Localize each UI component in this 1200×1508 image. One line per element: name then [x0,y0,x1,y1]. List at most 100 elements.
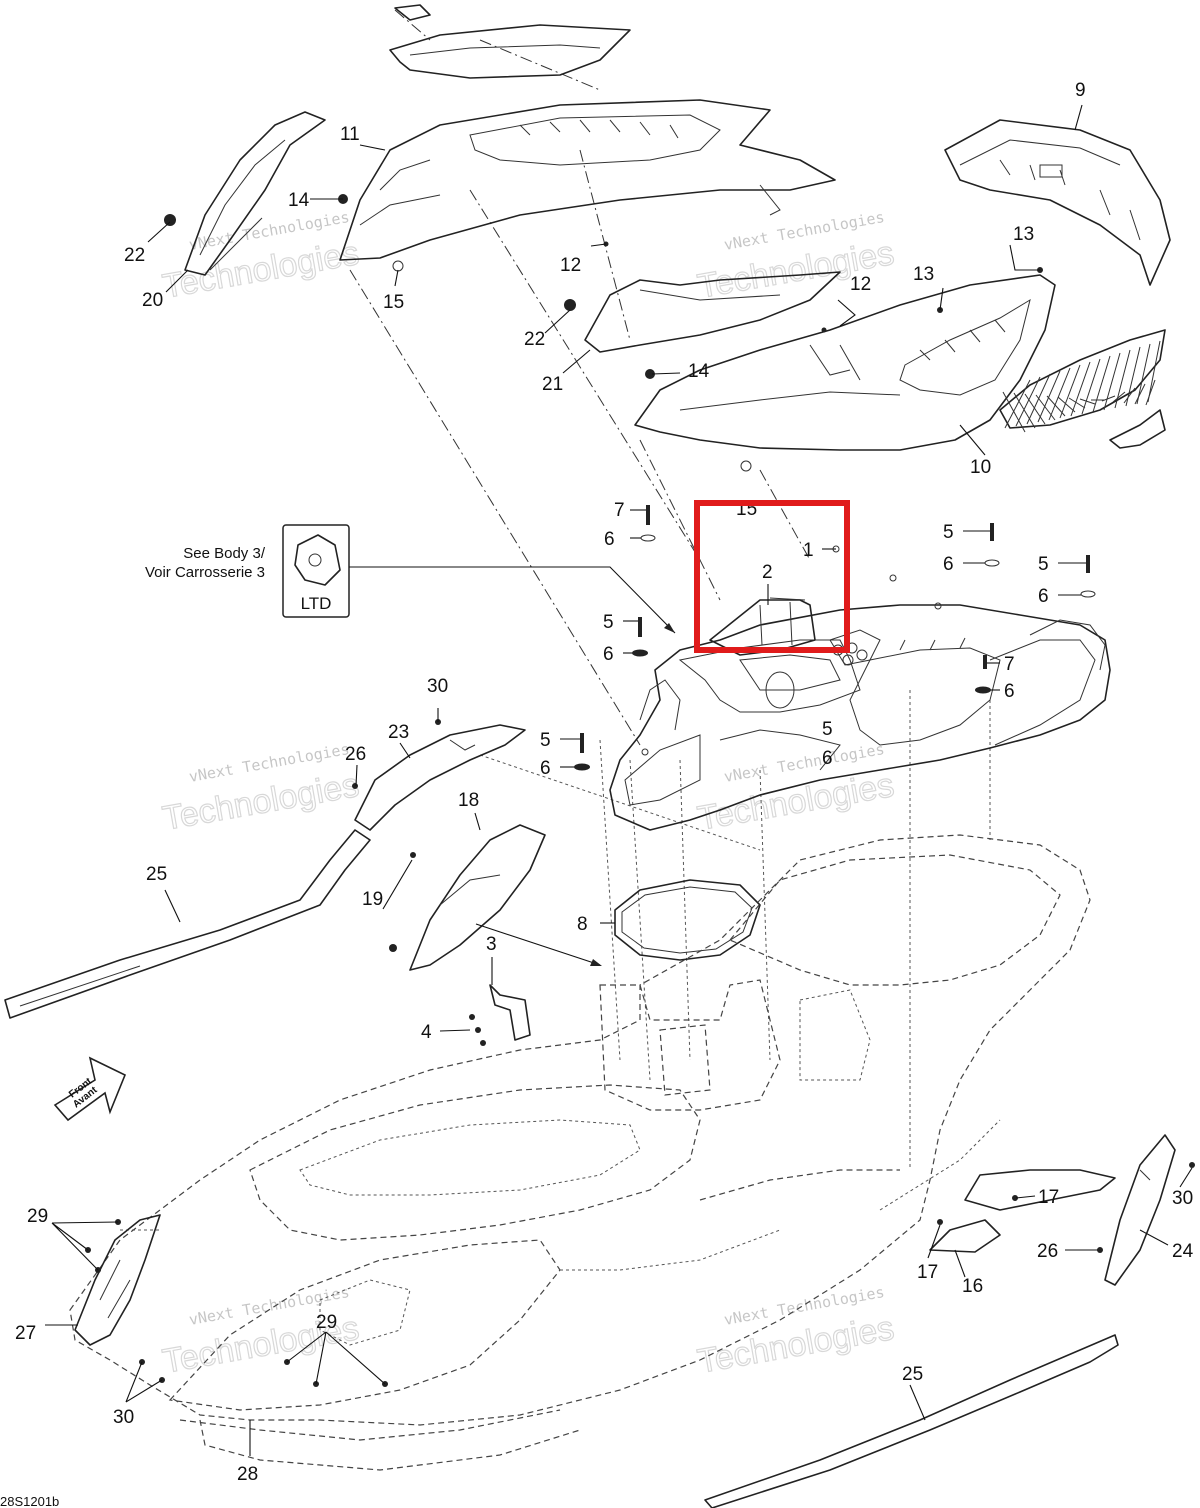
grille-mesh-line [1123,387,1136,404]
callout-7: 7 [1004,654,1015,675]
callout-25: 25 [902,1364,923,1385]
callout-15: 15 [383,292,404,313]
callout-12: 12 [850,274,871,295]
callout-18: 18 [458,790,479,811]
grille-mesh-line [1145,379,1156,406]
grille-mesh-line [1002,391,1026,433]
callout-6: 6 [604,529,615,550]
callout-29: 29 [27,1206,48,1227]
ltd-reference-box [282,524,350,618]
main-deck-assembly [609,597,1111,831]
callout-22: 22 [524,329,545,350]
callout-5: 5 [540,730,551,751]
part-23-rail-clip [354,724,526,831]
grille-mesh-line [1070,361,1091,417]
callout-30: 30 [113,1407,134,1428]
see-body-note-line1: See Body 3/ [183,545,266,562]
highlight-box [694,500,850,653]
callout-5: 5 [1038,554,1049,575]
grille-mesh-line [1081,358,1101,415]
grille-mesh-line [1147,340,1161,403]
front-direction-arrow: Front Avant [53,1056,127,1122]
grille-mesh-line [1101,395,1116,402]
rear-trim-parts [74,1134,1176,1346]
callout-20: 20 [142,290,163,311]
callout-17: 17 [917,1262,938,1283]
part-18-side-vent [409,824,546,971]
hull-ghost [69,834,1091,1471]
callout-17: 17 [1038,1187,1059,1208]
grille-mesh-line [1013,392,1036,429]
part-21-side-panel [584,271,841,353]
callout-leaders [45,104,1193,1456]
grille-mesh-line [1092,355,1111,413]
grille-mesh-line [1059,364,1081,419]
callout-3: 3 [486,934,497,955]
callout-1: 1 [803,540,814,561]
callout-23: 23 [388,722,409,743]
callout-6: 6 [1038,586,1049,607]
callout-5: 5 [822,719,833,740]
grille-mesh-line [1004,379,1031,429]
callout-6: 6 [540,758,551,779]
grille-mesh-line [1134,383,1146,405]
callout-22: 22 [124,245,145,266]
grille-mesh-line [1103,352,1121,411]
grille-mesh-line [1024,393,1046,425]
assembly-guide-lines [120,9,991,1231]
callout-24: 24 [1172,1241,1194,1262]
callout-5: 5 [943,522,954,543]
callout-27: 27 [15,1323,36,1344]
grille-mesh-line [1125,346,1141,407]
part-8-gasket [614,879,761,961]
callout-30: 30 [1172,1188,1193,1209]
grille-mesh-line [1079,398,1096,405]
callout-29: 29 [316,1312,337,1333]
grille-mesh-lines [1002,340,1161,433]
grille-mesh-line [1112,391,1126,403]
part-10-front-bumper [634,274,1056,451]
top-trim-parts [389,4,631,79]
watermark-group: vNext Technologies Technologies vNext Te… [159,208,897,1381]
callout-19: 19 [362,889,383,910]
callout-6: 6 [943,554,954,575]
callout-12: 12 [560,255,581,276]
callout-8: 8 [577,914,588,935]
grille-mesh-line [1048,367,1071,421]
grille-mesh-line [1037,370,1061,423]
grille-mesh [999,329,1166,449]
callout-14: 14 [288,190,310,211]
callout-5: 5 [603,612,614,633]
callout-13: 13 [913,264,934,285]
part-3-bracket [489,984,531,1041]
ltd-reference: LTD See Body 3/ Voir Carrosserie 3 [145,524,676,634]
part-11-front-deck-cover [339,99,836,261]
callout-7: 7 [614,500,625,521]
callout-labels: 1 2 3 4 5 5 5 5 5 6 6 6 6 6 6 6 7 7 8 9 … [15,80,1194,1485]
ltd-badge: LTD [301,594,332,613]
part-20-side-trim [184,111,326,276]
callout-30: 30 [427,676,448,697]
callout-6: 6 [822,748,833,769]
grille-mesh-line [1057,396,1076,413]
part-25-rub-rails [4,829,1119,1508]
figure-code: 28S1201b [0,1494,59,1508]
callout-4: 4 [421,1022,432,1043]
grille-mesh-line [1136,343,1151,405]
callout-28: 28 [237,1464,258,1485]
grille-mesh-line [1068,397,1086,409]
callout-10: 10 [970,457,991,478]
callout-25: 25 [146,864,167,885]
callout-11: 11 [340,124,360,145]
callout-14: 14 [688,361,710,382]
callout-26: 26 [345,744,366,765]
callout-6: 6 [603,644,614,665]
callout-9: 9 [1075,80,1086,101]
part-9-rear-bin [944,119,1171,286]
callout-6: 6 [1004,681,1015,702]
callout-16: 16 [962,1276,983,1297]
callout-13: 13 [1013,224,1034,245]
see-body-note-line2: Voir Carrosserie 3 [145,564,265,581]
